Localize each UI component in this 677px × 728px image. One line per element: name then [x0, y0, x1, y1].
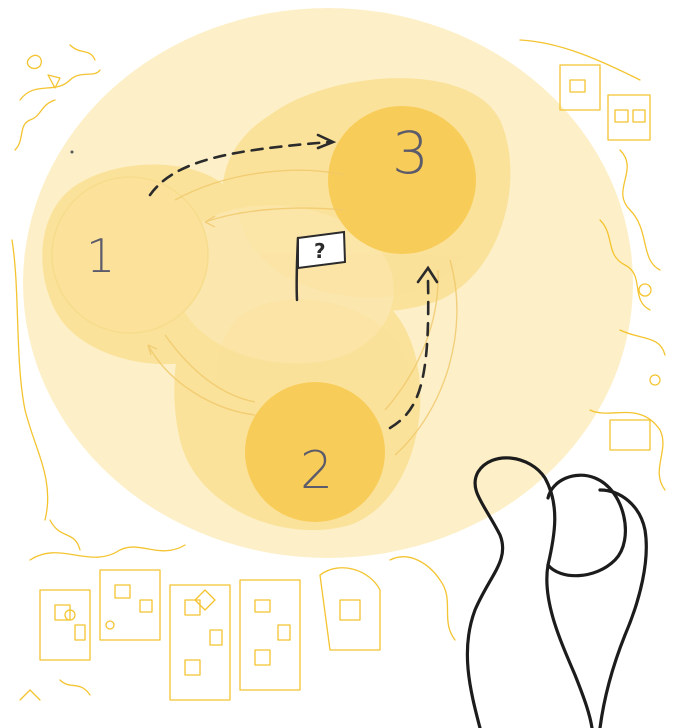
node-2-label: 2	[300, 441, 333, 501]
node-1-circle	[52, 177, 208, 333]
small-dot	[71, 151, 74, 154]
node-1-label: 1	[86, 229, 115, 283]
flag-question-mark: ?	[314, 239, 326, 263]
node-3-label: 3	[392, 119, 429, 187]
